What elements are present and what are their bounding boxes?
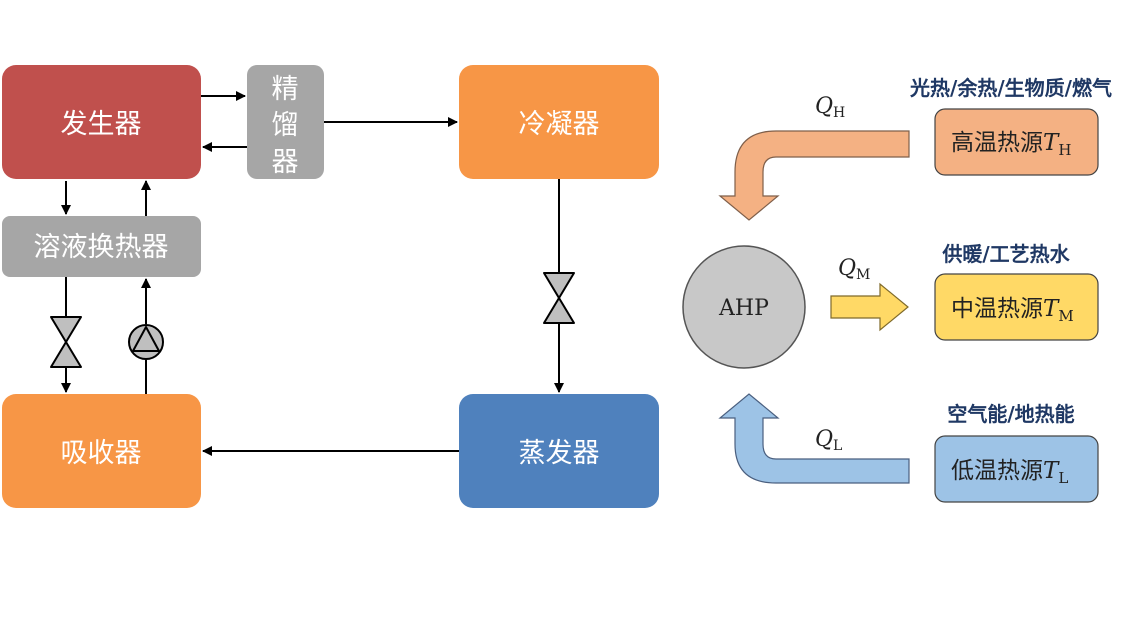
q-mid-label: QM (838, 256, 870, 283)
ahp-label: AHP (718, 296, 769, 321)
low-heat-flow-arrow-icon (718, 393, 910, 484)
high-temp-source-box: 高温热源TH (934, 108, 1099, 176)
condenser-box: 冷凝器 (459, 65, 659, 179)
mid-source-category: 供暖/工艺热水 (941, 242, 1070, 266)
high-source-label: 高温热源TH (951, 130, 1071, 159)
ahp-node: AHP (682, 245, 806, 369)
condenser-rect (459, 65, 659, 179)
evaporator-label: 蒸发器 (519, 438, 600, 469)
condenser-label: 冷凝器 (519, 109, 600, 140)
generator-rect (2, 65, 201, 179)
low-temp-source-box: 低温热源TL (934, 435, 1099, 503)
expansion-valve-icon (543, 272, 575, 324)
low-source-label: 低温热源TL (951, 458, 1068, 487)
evaporator-box: 蒸发器 (459, 394, 659, 508)
high-source-category: 光热/余热/生物质/燃气 (909, 76, 1112, 100)
rectifier-label-3: 器 (272, 147, 299, 178)
generator-box: 发生器 (2, 65, 201, 179)
pump-icon (128, 324, 164, 360)
rectifier-label-1: 精 (272, 74, 299, 105)
solution-heat-exchanger-box: 溶液换热器 (2, 216, 201, 277)
q-high-label: QH (815, 94, 845, 121)
solution-hx-rect (2, 216, 201, 277)
generator-label: 发生器 (61, 109, 142, 140)
rectifier-box: 精 馏 器 (247, 65, 324, 179)
absorber-box: 吸收器 (2, 394, 201, 508)
solution-hx-label: 溶液换热器 (34, 232, 169, 263)
mid-source-label: 中温热源TM (951, 296, 1074, 325)
absorber-rect (2, 394, 201, 508)
throttle-valve-icon (50, 316, 82, 368)
evaporator-rect (459, 394, 659, 508)
rectifier-label-2: 馏 (272, 110, 299, 141)
mid-temp-source-box: 中温热源TM (934, 273, 1099, 341)
mid-heat-flow-arrow-icon (830, 282, 909, 332)
low-source-category: 空气能/地热能 (947, 402, 1074, 426)
ahp-circle (682, 245, 806, 369)
rectifier-rect (247, 65, 324, 179)
high-heat-flow-arrow-icon (718, 130, 910, 221)
q-low-label: QL (815, 427, 842, 454)
absorber-label: 吸收器 (61, 438, 142, 469)
